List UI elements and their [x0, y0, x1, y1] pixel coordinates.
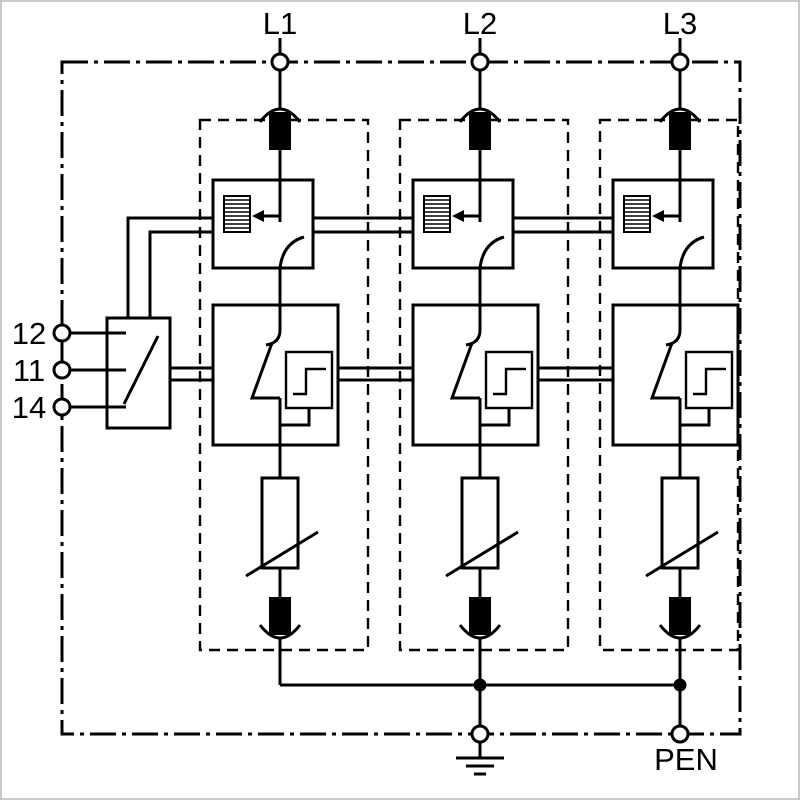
- terminal-l2: [470, 52, 490, 72]
- earth-ground-icon: [456, 742, 504, 776]
- protection-module-l1: [211, 68, 340, 687]
- label-l3: L3: [663, 6, 697, 41]
- protection-module-l3: [611, 68, 740, 687]
- label-14: 14: [12, 390, 46, 425]
- terminal-12: [52, 323, 72, 343]
- signal-terminal-wires: [70, 331, 107, 409]
- junction-dot: [673, 678, 687, 692]
- contact-stubs: [107, 331, 126, 409]
- module-boundary-1: [198, 118, 370, 652]
- terminal-14: [52, 397, 72, 417]
- label-pen: PEN: [654, 742, 718, 777]
- terminal-pen: [670, 724, 690, 744]
- changeover-blade-icon: [122, 335, 160, 405]
- earth-bars: [456, 756, 504, 776]
- protection-module-l2: [411, 68, 540, 687]
- label-11: 11: [13, 353, 45, 388]
- label-l1: L1: [263, 6, 297, 41]
- label-12: 12: [12, 316, 46, 351]
- module-boundary-2: [398, 118, 570, 652]
- junction-dot: [473, 678, 487, 692]
- terminal-l1: [270, 52, 290, 72]
- label-l2: L2: [463, 6, 497, 41]
- terminal-l3: [670, 52, 690, 72]
- remote-signalling-contact: [70, 316, 172, 430]
- terminal-11: [52, 360, 72, 380]
- phase-terminal-stubs: [278, 38, 682, 54]
- terminal-earth: [470, 724, 490, 744]
